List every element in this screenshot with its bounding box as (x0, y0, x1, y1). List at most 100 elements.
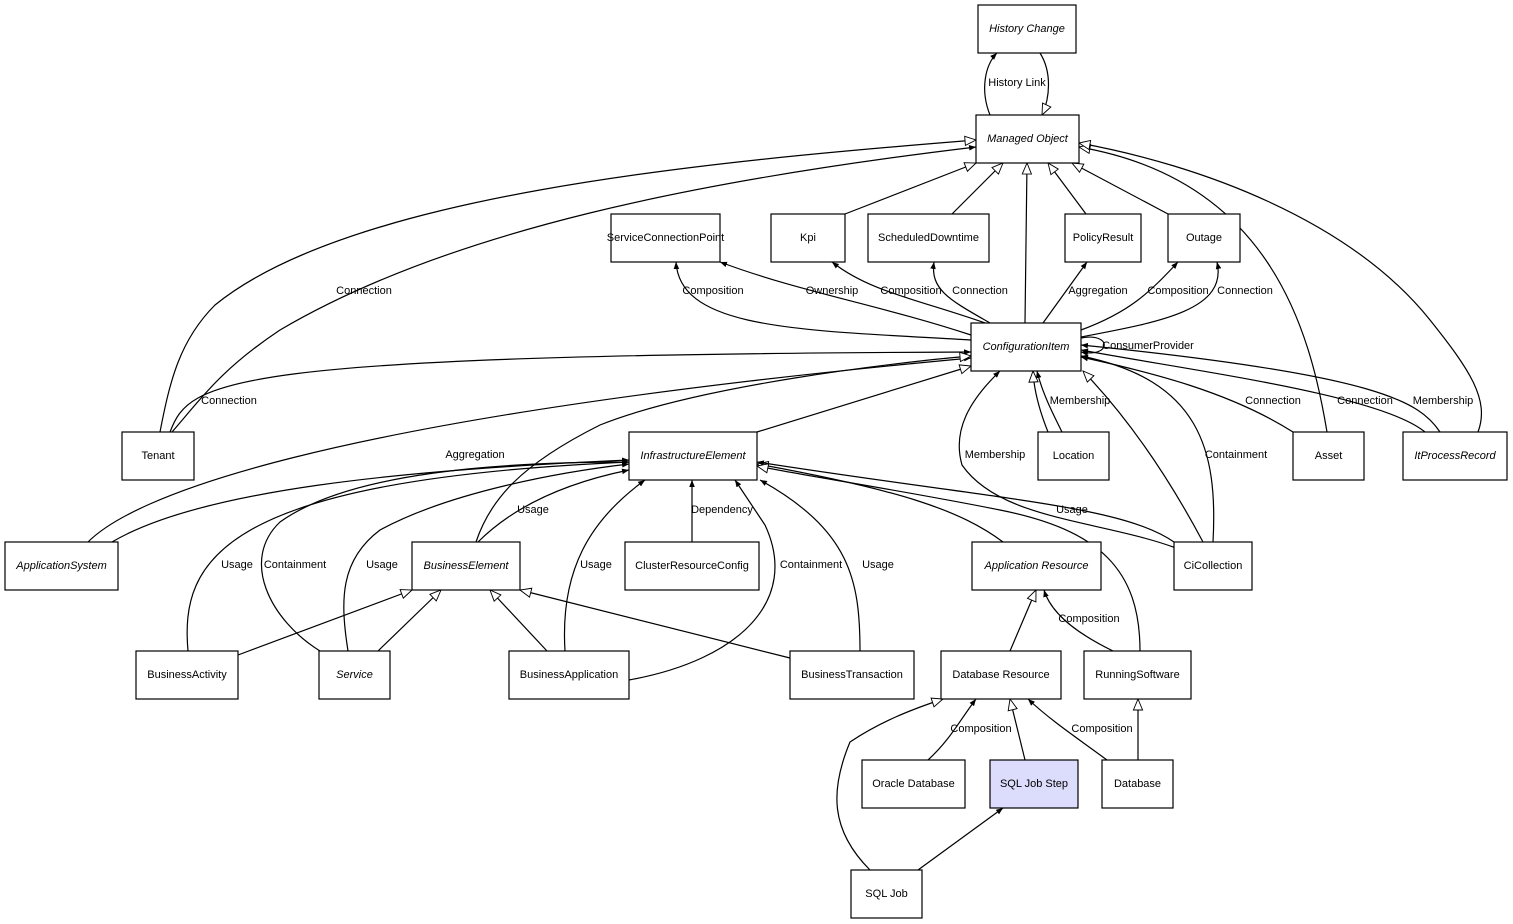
association-edge (628, 479, 776, 681)
class-node-kpi[interactable]: Kpi (770, 213, 846, 263)
node-label: Tenant (141, 450, 174, 462)
class-node-asset[interactable]: Asset (1292, 431, 1365, 481)
edge-label: Aggregation (445, 449, 504, 461)
class-node-tenant[interactable]: Tenant (121, 431, 195, 481)
node-box (975, 114, 1080, 164)
node-label: ScheduledDowntime (878, 232, 979, 244)
inheritance-edge (757, 466, 1141, 652)
class-node-infrastructure-element[interactable]: InfrastructureElement (628, 431, 758, 481)
node-label: ItProcessRecord (1414, 450, 1496, 462)
node-box (1101, 759, 1174, 809)
inheritance-edge (490, 590, 548, 652)
node-box (970, 322, 1082, 372)
class-node-business-activity[interactable]: BusinessActivity (135, 650, 239, 700)
node-label: Asset (1315, 450, 1343, 462)
node-label: ServiceConnectionPoint (607, 232, 724, 244)
edge-label: Membership (965, 449, 1026, 461)
node-label: RunningSoftware (1095, 669, 1179, 681)
class-node-history-change[interactable]: History Change (977, 4, 1077, 54)
node-box (1064, 213, 1142, 263)
class-node-configuration-item[interactable]: ConfigurationItem (970, 322, 1082, 372)
class-node-business-element[interactable]: BusinessElement (411, 541, 521, 591)
edge-label: Ownership (806, 285, 859, 297)
inheritance-edge (1033, 371, 1049, 433)
class-node-scheduled-downtime[interactable]: ScheduledDowntime (867, 213, 990, 263)
inheritance-edge (836, 699, 943, 871)
node-box (1083, 650, 1192, 700)
association-edge (1080, 342, 1441, 433)
class-node-application-resource[interactable]: Application Resource (971, 541, 1102, 591)
node-label: Managed Object (987, 133, 1069, 145)
inheritance-edge (520, 590, 791, 659)
edge-label: History Link (988, 77, 1046, 89)
class-node-sqljob[interactable]: SQL Job (850, 869, 923, 919)
class-node-database[interactable]: Database (1101, 759, 1174, 809)
class-node-sqljob-step[interactable]: SQL Job Step (989, 759, 1079, 809)
class-node-outage[interactable]: Outage (1167, 213, 1241, 263)
association-edge (343, 462, 630, 652)
inheritance-edge (475, 356, 971, 543)
edge-label: Connection (1245, 395, 1301, 407)
class-node-application-system[interactable]: ApplicationSystem (4, 541, 119, 591)
class-node-business-transaction[interactable]: BusinessTransaction (789, 650, 915, 700)
association-edge (1080, 261, 1179, 331)
node-box (971, 541, 1102, 591)
node-box (610, 213, 721, 263)
inheritance-edge (1009, 590, 1037, 652)
class-node-service-connection-point[interactable]: ServiceConnectionPoint (607, 213, 724, 263)
node-box (770, 213, 846, 263)
node-box (850, 869, 923, 919)
association-edge (186, 459, 630, 652)
node-label: ApplicationSystem (15, 560, 107, 572)
class-node-location[interactable]: Location (1037, 431, 1110, 481)
class-node-service[interactable]: Service (318, 650, 391, 700)
node-box (624, 541, 760, 591)
edge-label: Connection (952, 285, 1008, 297)
class-node-ci-collection[interactable]: CiCollection (1173, 541, 1253, 591)
class-node-managed-object[interactable]: Managed Object (975, 114, 1080, 164)
association-edge (917, 807, 1004, 871)
class-node-oracle-database[interactable]: Oracle Database (861, 759, 966, 809)
node-label: Kpi (800, 232, 816, 244)
node-box (989, 759, 1079, 809)
node-label: InfrastructureElement (640, 450, 746, 462)
inheritance-edge (951, 163, 1003, 215)
association-edge (719, 261, 972, 336)
node-box (940, 650, 1062, 700)
inheritance-edge (1010, 699, 1026, 761)
inheritance-edge (237, 590, 412, 656)
association-edge (927, 698, 977, 761)
node-box (411, 541, 521, 591)
class-node-policy-result[interactable]: PolicyResult (1064, 213, 1142, 263)
node-label: CiCollection (1184, 560, 1243, 572)
class-node-running-software[interactable]: RunningSoftware (1083, 650, 1192, 700)
inheritance-edge (1048, 163, 1087, 215)
inheritance-edge (1025, 163, 1027, 324)
association-edge (87, 355, 972, 543)
class-node-business-application[interactable]: BusinessApplication (508, 650, 630, 700)
edge-label: Containment (1205, 449, 1267, 461)
edge-label: Usage (517, 504, 549, 516)
node-label: Database (1114, 778, 1161, 790)
node-label: Application Resource (984, 560, 1089, 572)
class-node-cluster-resource-config[interactable]: ClusterResourceConfig (624, 541, 760, 591)
edge-label: Connection (1337, 395, 1393, 407)
association-edge (1080, 336, 1105, 357)
node-label: PolicyResult (1073, 232, 1134, 244)
edge-label: Connection (336, 285, 392, 297)
class-node-database-resource[interactable]: Database Resource (940, 650, 1062, 700)
association-edge (1043, 589, 1114, 652)
class-node-it-process-record[interactable]: ItProcessRecord (1402, 431, 1508, 481)
edge-label: Membership (1413, 395, 1474, 407)
node-box (1292, 431, 1365, 481)
edge-label: Aggregation (1068, 285, 1127, 297)
association-edge (171, 145, 977, 433)
association-edge (756, 460, 1175, 543)
node-box (867, 213, 990, 263)
node-box (508, 650, 630, 700)
node-box (1167, 213, 1241, 263)
edge-label: Membership (1050, 395, 1111, 407)
inheritance-edge (757, 464, 1004, 543)
node-box (121, 431, 195, 481)
